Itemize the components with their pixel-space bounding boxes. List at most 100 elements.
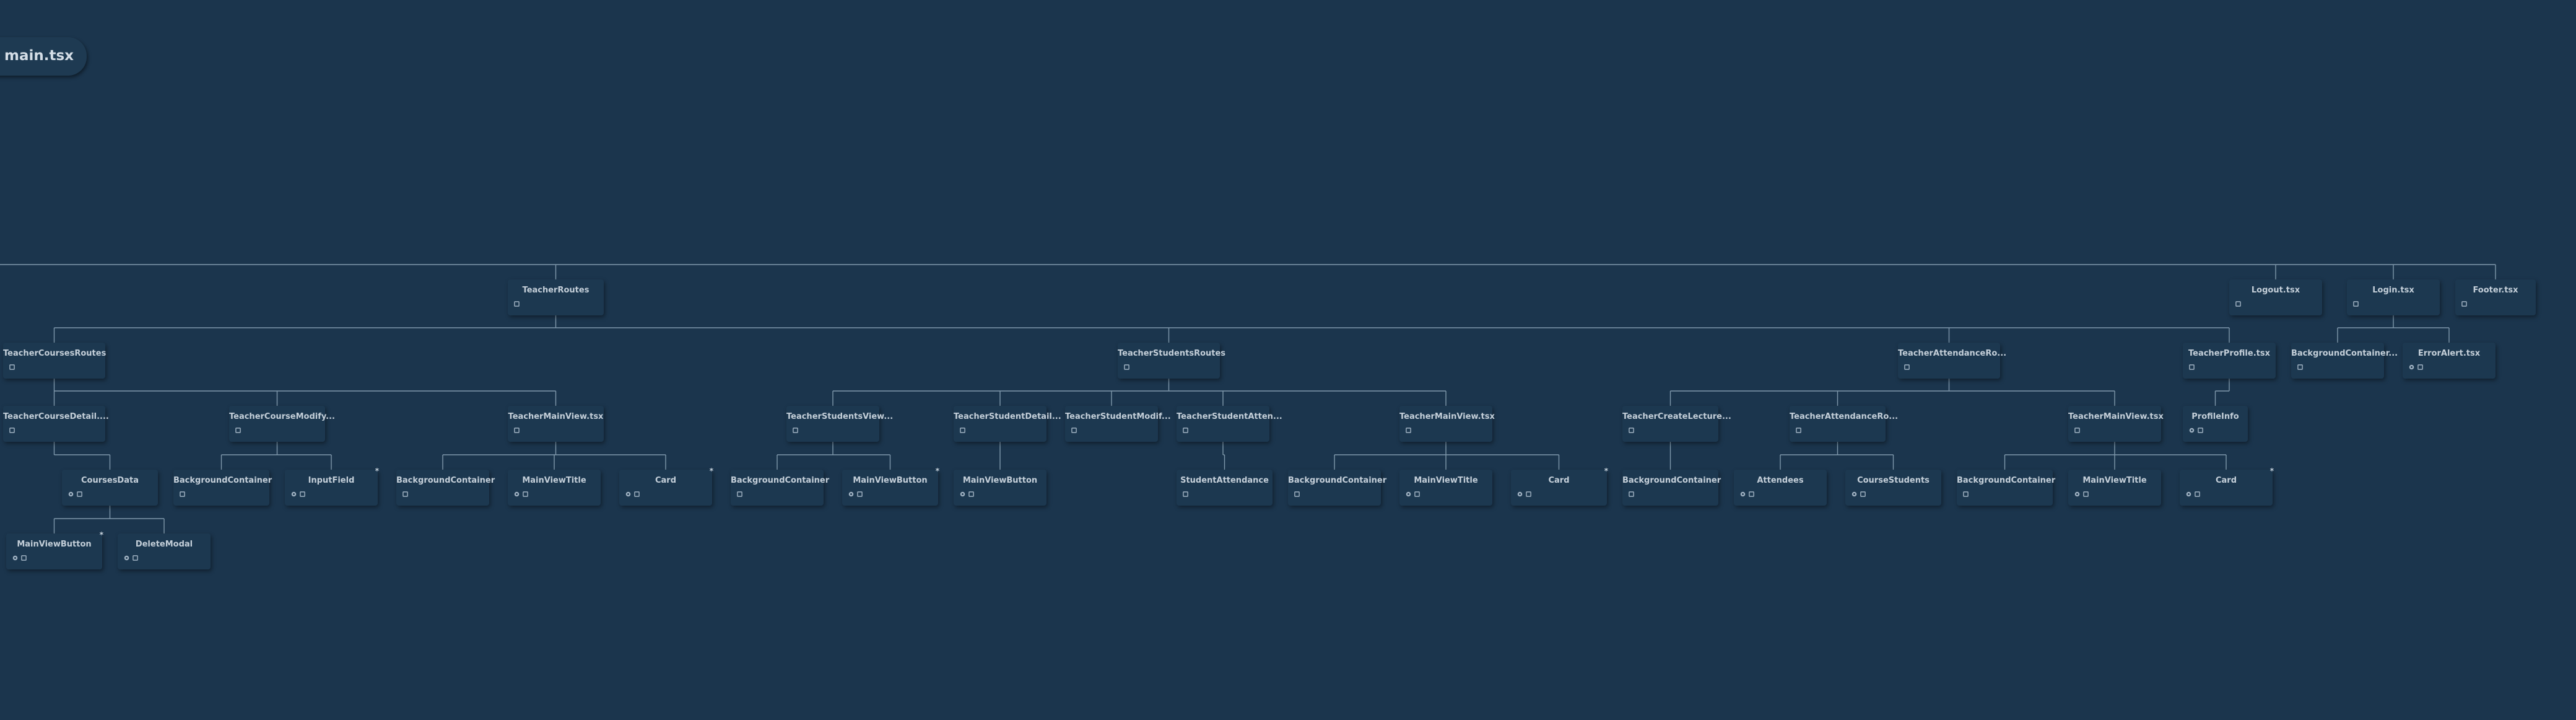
node-students-view-background[interactable]: BackgroundContainer [731,470,829,506]
node-login-background-container[interactable]: BackgroundContainer... [2291,343,2398,379]
node-courses-data-button[interactable]: MainViewButton* [6,530,103,569]
node-label: TeacherStudentsRoutes [1118,349,1226,358]
node-delete-modal[interactable]: DeleteModal [118,533,211,569]
file-icon [2083,491,2089,497]
node-icons [1124,364,1129,370]
node-courses-data[interactable]: CoursesData [62,470,158,506]
file-icon [514,428,520,433]
file-icon [2195,491,2200,497]
file-icon [2353,301,2359,307]
node-label: BackgroundContainer [1622,476,1721,485]
node-icons [793,428,798,433]
node-label: Footer.tsx [2473,286,2518,295]
node-profile-info[interactable]: ProfileInfo [2183,406,2248,442]
gear-icon [2409,364,2414,370]
node-label: InputField [308,476,355,485]
node-teacher-create-lecture[interactable]: TeacherCreateLecture... [1622,406,1731,442]
node-student-detail-button[interactable]: MainViewButton [954,470,1046,506]
gear-icon [514,491,520,497]
node-teacher-student-attendance[interactable]: TeacherStudentAtten... [1177,406,1282,442]
file-icon [1629,428,1634,433]
gear-icon [625,491,631,497]
node-teacher-attendance-routes[interactable]: TeacherAttendanceRo... [1898,343,2007,379]
node-label: TeacherAttendanceRo... [1898,349,2007,358]
node-label: Card [2215,476,2237,485]
file-icon [1183,491,1188,497]
file-icon [1183,428,1188,433]
gear-icon [1852,491,1857,497]
node-input-field[interactable]: InputField* [285,467,379,506]
node-footer[interactable]: Footer.tsx [2455,279,2536,315]
node-error-alert[interactable]: ErrorAlert.tsx [2403,343,2496,379]
node-courses-mv-title[interactable]: MainViewTitle [508,470,601,506]
node-modify-background-container[interactable]: BackgroundContainer [173,470,272,506]
node-teacher-course-detail[interactable]: TeacherCourseDetail.... [3,406,109,442]
node-icons [2189,428,2203,433]
node-courses-mv-background[interactable]: BackgroundContainer [396,470,495,506]
gear-icon [291,491,297,497]
node-teacher-students-routes[interactable]: TeacherStudentsRoutes [1118,343,1226,379]
node-students-main-view[interactable]: TeacherMainView.tsx [1399,406,1495,442]
node-course-students[interactable]: CourseStudents [1845,470,1941,506]
node-label: TeacherCreateLecture... [1622,412,1731,421]
node-attendance-mv-card[interactable]: Card* [2180,467,2274,506]
node-logout[interactable]: Logout.tsx [2229,279,2322,315]
file-icon [2074,428,2080,433]
node-label: BackgroundContainer... [2291,349,2398,358]
node-label: TeacherMainView.tsx [508,412,604,421]
node-teacher-student-modify[interactable]: TeacherStudentModif... [1065,406,1171,442]
file-icon [9,364,15,370]
file-icon [2198,428,2203,433]
node-icons [960,491,974,497]
file-icon [960,428,965,433]
node-courses-mv-card[interactable]: Card* [619,467,713,506]
node-icons [1629,428,1634,433]
node-teacher-student-detail[interactable]: TeacherStudentDetail... [954,406,1061,442]
node-teacher-courses-routes[interactable]: TeacherCoursesRoutes [3,343,107,379]
node-icons [2461,301,2467,307]
node-icons [1963,491,1969,497]
node-icons [625,491,640,497]
node-courses-main-view[interactable]: TeacherMainView.tsx [508,406,604,442]
node-label: Login.tsx [2372,286,2414,295]
node-icons [1406,428,1411,433]
node-icons [514,301,520,307]
file-icon [1904,364,1910,370]
node-attendance-mv-title[interactable]: MainViewTitle [2068,470,2161,506]
file-icon [1124,364,1129,370]
node-teacher-course-modify[interactable]: TeacherCourseModify... [229,406,335,442]
node-teacher-routes[interactable]: TeacherRoutes [508,279,604,315]
gear-icon [2186,491,2191,497]
node-label: TeacherMainView.tsx [2068,412,2164,421]
node-teacher-profile[interactable]: TeacherProfile.tsx [2183,343,2276,379]
node-icons [1629,491,1634,497]
node-label: TeacherProfile.tsx [2188,349,2270,358]
node-icons [2074,491,2089,497]
node-icons [514,428,520,433]
node-label: TeacherCourseModify... [229,412,335,421]
node-icons [2353,301,2359,307]
file-icon [523,491,528,497]
file-icon [793,428,798,433]
node-icons [2189,364,2195,370]
node-students-mv-title[interactable]: MainViewTitle [1399,470,1492,506]
node-label: TeacherCoursesRoutes [3,349,107,358]
node-teacher-attendance-ro2[interactable]: TeacherAttendanceRo... [1790,406,1898,442]
node-login[interactable]: Login.tsx [2347,279,2440,315]
root-node[interactable]: main.tsx [0,37,87,76]
node-students-mv-card[interactable]: Card* [1511,467,1608,506]
node-icons [1183,428,1188,433]
node-icons [291,491,305,497]
node-attendance-mv-background[interactable]: BackgroundContainer [1957,470,2055,506]
node-attendance-main-view[interactable]: TeacherMainView.tsx [2068,406,2164,442]
node-students-view-button[interactable]: MainViewButton* [842,467,939,506]
node-teacher-students-view[interactable]: TeacherStudentsView... [786,406,893,442]
file-icon [2461,301,2467,307]
node-icons [9,428,15,433]
node-student-attendance[interactable]: StudentAttendance [1177,470,1273,506]
node-create-lecture-background[interactable]: BackgroundContainer [1622,470,1721,506]
file-icon [1071,428,1077,433]
node-attendees[interactable]: Attendees [1734,470,1827,506]
node-students-mv-background[interactable]: BackgroundContainer [1288,470,1386,506]
